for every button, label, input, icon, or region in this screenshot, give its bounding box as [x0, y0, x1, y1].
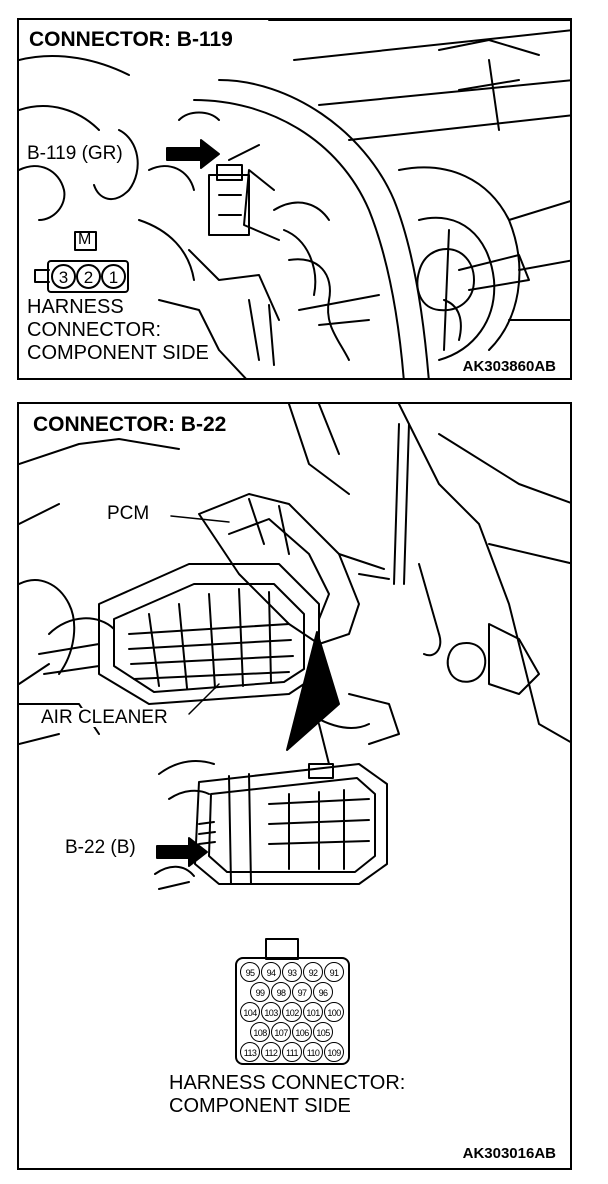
pin-107: 107: [271, 1022, 291, 1042]
pin-94: 94: [261, 962, 281, 982]
engine-bay-illustration-b119: [19, 20, 570, 378]
b22-connector-face: 95 94 93 92 91 99 98 97 96 104 103 102 1…: [235, 957, 350, 1065]
connector-callout-label: B-119 (GR): [27, 143, 123, 164]
pin-102: 102: [282, 1002, 302, 1022]
air-cleaner-label: AIR CLEANER: [41, 707, 168, 728]
pin-91: 91: [324, 962, 344, 982]
panel-title: CONNECTOR: B-22: [33, 413, 227, 436]
engine-bay-illustration-b22: [19, 404, 570, 960]
connector-b119-panel: CONNECTOR: B-119 B-119 (GR) M 3 2 1 HARN…: [17, 18, 572, 380]
harness-connector-label: HARNESS CONNECTOR: COMPONENT SIDE: [169, 1072, 406, 1117]
pin-98: 98: [271, 982, 291, 1002]
pin-100: 100: [324, 1002, 344, 1022]
pin-110: 110: [303, 1042, 323, 1062]
pin-105: 105: [313, 1022, 333, 1042]
pin-113: 113: [240, 1042, 260, 1062]
pin-111: 111: [282, 1042, 302, 1062]
connector-callout-label: B-22 (B): [65, 837, 136, 858]
pin-3: 3: [51, 264, 76, 289]
pin-97: 97: [292, 982, 312, 1002]
pin-2: 2: [76, 264, 101, 289]
pin-106: 106: [292, 1022, 312, 1042]
pin-101: 101: [303, 1002, 323, 1022]
pin-104: 104: [240, 1002, 260, 1022]
figure-code: AK303016AB: [462, 1145, 556, 1162]
pin-92: 92: [303, 962, 323, 982]
pin-112: 112: [261, 1042, 281, 1062]
key-mark: M: [78, 231, 92, 248]
harness-connector-label: HARNESS CONNECTOR: COMPONENT SIDE: [27, 296, 209, 364]
pin-108: 108: [250, 1022, 270, 1042]
panel-title: CONNECTOR: B-119: [29, 28, 233, 51]
pcm-label: PCM: [107, 503, 150, 524]
figure-code: AK303860AB: [462, 358, 556, 375]
pin-109: 109: [324, 1042, 344, 1062]
pin-1: 1: [101, 264, 126, 289]
b119-connector-face: 3 2 1: [47, 260, 129, 293]
pin-93: 93: [282, 962, 302, 982]
pin-99: 99: [250, 982, 270, 1002]
pin-95: 95: [240, 962, 260, 982]
connector-b22-panel: CONNECTOR: B-22 PCM AIR CLEANER B-22 (B)…: [17, 402, 572, 1170]
pin-103: 103: [261, 1002, 281, 1022]
pin-96: 96: [313, 982, 333, 1002]
